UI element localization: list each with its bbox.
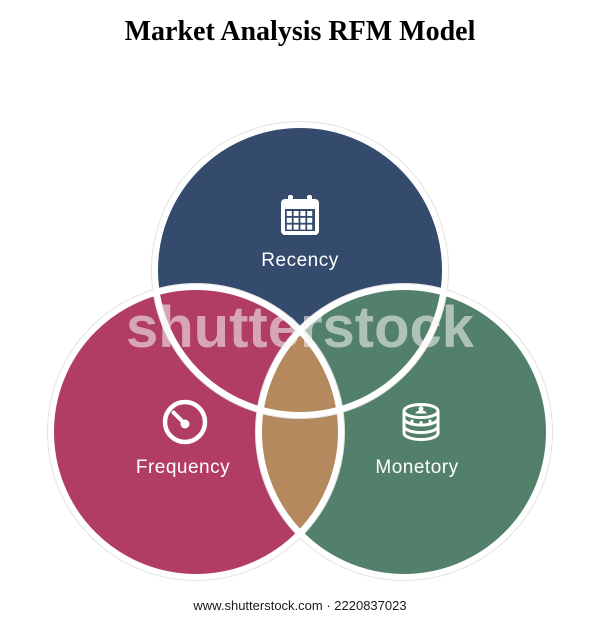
frequency-border: [48, 284, 344, 580]
recency-label: Recency: [261, 250, 339, 271]
gauge-icon: [159, 396, 211, 448]
footer-text: www.shutterstock.com · 2220837023: [193, 598, 407, 613]
calendar-icon: [276, 192, 324, 240]
page-title: Market Analysis RFM Model: [124, 16, 476, 47]
coins-icon: [392, 399, 450, 447]
frequency-circle: [51, 287, 341, 577]
monetory-label: Monetory: [375, 457, 459, 478]
recency-border: [152, 122, 448, 418]
monetory-border: [256, 284, 552, 580]
circle-borders: [47, 121, 553, 581]
frequency-label: Frequency: [135, 457, 231, 478]
